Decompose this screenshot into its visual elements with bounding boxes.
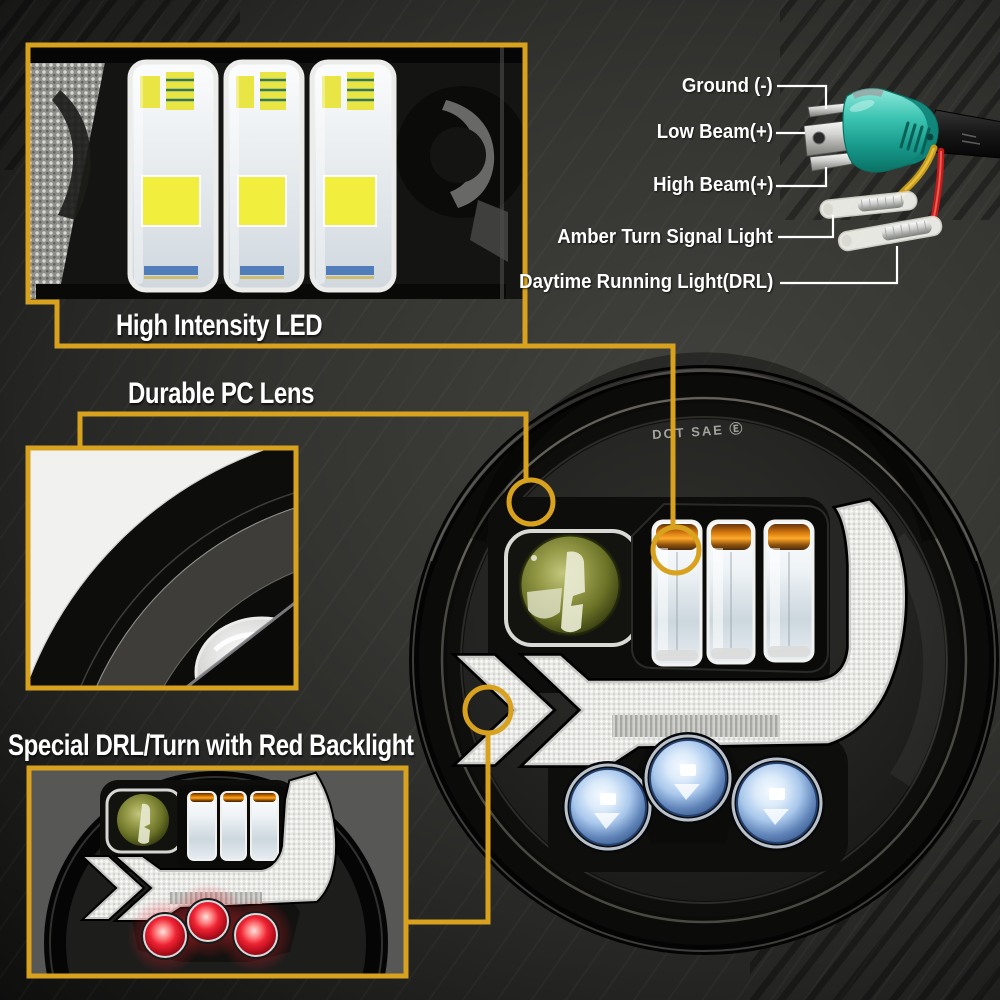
turn-drl-projectors (562, 732, 825, 853)
led-module-2 (223, 59, 305, 293)
high-beam-pin (809, 152, 853, 172)
callout-label-pc-lens: Durable PC Lens (128, 377, 315, 410)
blue-lens-left (562, 761, 654, 853)
wiring-label-amber-turn: Amber Turn Signal Light (557, 226, 773, 248)
inset-high-intensity-photo (30, 47, 523, 299)
callout-label-high-intensity: High Intensity LED (116, 309, 323, 342)
wiring-label-ground: Ground (-) (682, 75, 773, 97)
inset-red-backlight-photo (31, 770, 404, 974)
leader-red-backlight (406, 734, 491, 925)
leader-pc-lens (77, 411, 529, 479)
led-module-1 (127, 59, 219, 293)
inset-red-backlight-frame (26, 765, 409, 979)
h4-connector-icon (803, 87, 1000, 252)
blue-lens-right (729, 755, 825, 851)
callout-circle-high-beam (650, 524, 702, 576)
wiring-label-drl: Daytime Running Light(DRL) (518, 271, 773, 293)
led-strip-3 (763, 519, 815, 663)
main-headlight-photo (409, 352, 999, 955)
gold-callout-lines (25, 42, 702, 979)
callout-circle-drl-arrow (462, 684, 514, 736)
wiring-leader-lines (776, 84, 899, 285)
callout-circle-pc-lens (506, 477, 556, 527)
inset-high-intensity-frame (25, 42, 528, 349)
drl-arrow (449, 497, 908, 768)
high-beam-array (631, 502, 829, 674)
leader-high-intensity (525, 343, 676, 526)
led-strip-2 (706, 519, 756, 665)
blue-lens-middle (642, 732, 734, 824)
wiring-label-high-beam: High Beam(+) (652, 174, 773, 196)
low-beam-lens (504, 529, 640, 647)
turn-signal-bullet-connector (819, 191, 918, 219)
inset-pc-lens-frame (25, 445, 299, 691)
inset-pc-lens-photo (30, 450, 296, 688)
callout-label-red-backlight: Special DRL/Turn with Red Backlight (8, 729, 414, 762)
drl-bullet-connector (837, 215, 943, 252)
led-module-3 (309, 59, 397, 293)
red-backlight-lenses (127, 883, 294, 974)
wiring-label-low-beam: Low Beam(+) (656, 121, 773, 143)
